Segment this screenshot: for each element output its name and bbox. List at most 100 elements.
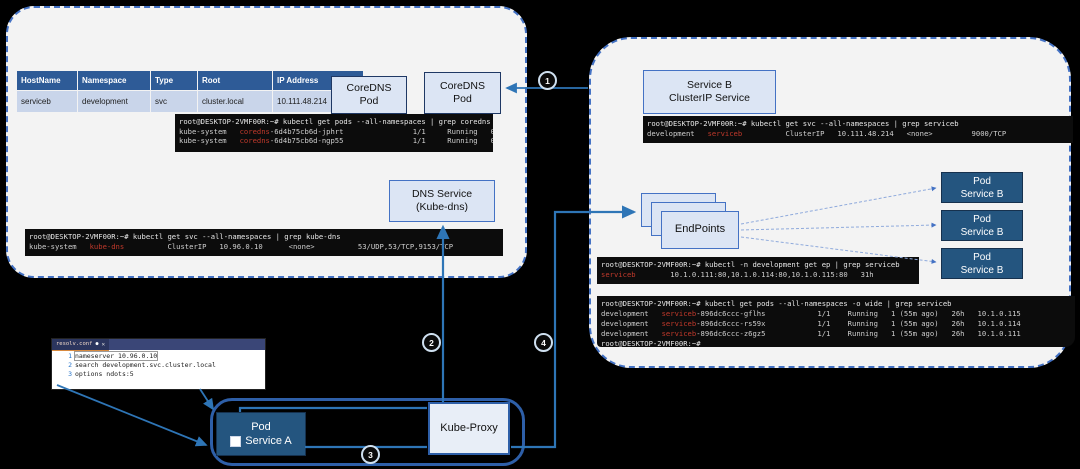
close-icon[interactable]: ✕ (101, 340, 106, 348)
editor-tab-title: resolv.conf (56, 341, 93, 347)
node-label: Pod (973, 175, 991, 187)
terminal-grep-match: serviceb (661, 329, 697, 338)
terminal-line: root@DESKTOP-2VMF00R:~# kubectl get svc … (647, 119, 1069, 129)
node-label: Pod (973, 251, 991, 263)
node-label: CoreDNS (440, 79, 485, 92)
terminal-text: ClusterIP 10.96.0.10 <none> 53/UDP,53/TC… (124, 241, 454, 251)
step-badge-4: 4 (534, 333, 553, 352)
editor-code-line[interactable]: search development.svc.cluster.local (75, 361, 216, 370)
terminal-line: root@DESKTOP-2VMF00R:~# kubectl -n devel… (601, 260, 915, 270)
terminal-grep-match: serviceb (601, 269, 636, 279)
terminal-text: kube-system (29, 241, 90, 251)
terminal-text: root@DESKTOP-2VMF00R:~# kubectl -n devel… (601, 260, 900, 269)
terminal-line: kube-system coredns-6d4b75cb6d-jphrt 1/1… (179, 126, 493, 137)
editor-line-number: 1 (68, 352, 72, 360)
node-label: DNS Service (411, 187, 473, 200)
editor-code-line[interactable]: nameserver 10.96.0.10 (73, 351, 216, 361)
editor-line-number: 2 (68, 361, 72, 369)
node-label: Service B (960, 264, 1004, 276)
terminal-line: development serviceb-896dc6ccc-rs59x 1/1… (601, 319, 1071, 329)
table-cell: serviceb (16, 90, 78, 113)
node-label: ClusterIP Service (669, 92, 750, 104)
terminal-line: kube-system kube-dns ClusterIP 10.96.0.1… (29, 242, 499, 252)
node-label: (Kube-dns) (416, 201, 468, 213)
coredns-pod-node-2: CoreDNS Pod (424, 72, 501, 114)
callout-editor-to-pod-a-short (199, 388, 214, 411)
table-header-cell: HostName (16, 70, 78, 91)
editor-line-number: 3 (68, 370, 72, 378)
terminal-line: root@DESKTOP-2VMF00R:~# kubectl get pods… (601, 299, 1071, 309)
callout-editor-to-pod-a-long (56, 384, 208, 447)
terminal-grep-match: coredns (239, 136, 270, 145)
terminal-grep-match: coredns (239, 126, 270, 136)
terminal-coredns-pods: root@DESKTOP-2VMF00R:~# kubectl get pods… (175, 114, 493, 152)
pod-service-a-node: Pod Service A (216, 412, 306, 456)
table-header-cell: Type (150, 70, 198, 91)
step-badge-2: 2 (422, 333, 441, 352)
terminal-serviceb-endpoints: root@DESKTOP-2VMF00R:~# kubectl -n devel… (597, 257, 919, 284)
terminal-serviceb-pods-wide: root@DESKTOP-2VMF00R:~# kubectl get pods… (597, 296, 1075, 347)
table-header-cell: Root (197, 70, 273, 91)
terminal-grep-match: kube-dns (89, 241, 125, 251)
terminal-text: development (601, 329, 662, 338)
kube-proxy-node: Kube-Proxy (428, 402, 510, 455)
node-label: Service B (960, 226, 1004, 238)
terminal-text: -6d4b75cb6d-jphrt 1/1 Running 0 (269, 126, 493, 136)
terminal-line: root@DESKTOP-2VMF00R:~# kubectl get pods… (179, 117, 491, 127)
terminal-line: development serviceb ClusterIP 10.111.48… (647, 129, 1069, 139)
editor-tab-bar: resolv.conf ● ✕ (52, 338, 265, 351)
editor-code-text: options ndots:5 (75, 370, 134, 378)
table-cell: cluster.local (197, 90, 273, 113)
editor-code-text: nameserver 10.96.0.10 (73, 351, 159, 361)
terminal-text: -896dc6ccc-z6gz5 1/1 Running 1 (55m ago)… (696, 329, 1021, 338)
terminal-text: kube-system (179, 136, 240, 145)
table-header-cell: Namespace (77, 70, 151, 91)
table-cell: development (77, 90, 151, 113)
editor-tab-resolv-conf[interactable]: resolv.conf ● ✕ (52, 338, 110, 351)
terminal-text: 10.1.0.111:80,10.1.0.114:80,10.1.0.115:8… (635, 269, 874, 279)
node-label: Service B (960, 188, 1004, 200)
terminal-text: root@DESKTOP-2VMF00R:~# (601, 339, 701, 347)
terminal-text: root@DESKTOP-2VMF00R:~# kubectl get pods… (179, 117, 491, 126)
node-label: Pod (251, 420, 271, 433)
node-label: CoreDNS (346, 81, 392, 94)
step-badge-1: 1 (538, 71, 557, 90)
editor-code-text: search development.svc.cluster.local (75, 361, 216, 369)
terminal-text: -896dc6ccc-gflhs 1/1 Running 1 (55m ago)… (696, 309, 1021, 318)
node-label: Service B (687, 78, 732, 91)
pod-service-b-node-2: Pod Service B (941, 210, 1023, 241)
terminal-text: root@DESKTOP-2VMF00R:~# kubectl get svc … (29, 232, 341, 241)
node-label: Pod (453, 93, 472, 105)
terminal-grep-match: serviceb (661, 319, 697, 328)
node-label-row: Service A (230, 434, 292, 448)
pod-service-b-node-1: Pod Service B (941, 172, 1023, 203)
terminal-grep-match: serviceb (661, 309, 697, 318)
terminal-line: kube-system coredns-6d4b75cb6d-ngp55 1/1… (179, 136, 493, 146)
table-cell: svc (150, 90, 198, 113)
terminal-text: -6d4b75cb6d-ngp55 1/1 Running 0 (269, 136, 493, 145)
terminal-kube-dns-svc: root@DESKTOP-2VMF00R:~# kubectl get svc … (25, 229, 503, 256)
service-b-clusterip-node: Service B ClusterIP Service (643, 70, 776, 114)
node-label: Pod (359, 95, 379, 107)
pod-service-b-node-3: Pod Service B (941, 248, 1023, 279)
terminal-line: development serviceb-896dc6ccc-z6gz5 1/1… (601, 329, 1071, 339)
node-label: EndPoints (674, 223, 726, 236)
terminal-text: development (601, 319, 662, 328)
terminal-line: development serviceb-896dc6ccc-gflhs 1/1… (601, 309, 1071, 319)
terminal-text: ClusterIP 10.111.48.214 <none> 9000/TCP (742, 128, 1007, 138)
dns-service-node: DNS Service (Kube-dns) (389, 180, 495, 222)
step-badge-3: 3 (361, 445, 380, 464)
node-label: Kube-Proxy (440, 421, 498, 434)
terminal-serviceb-svc: root@DESKTOP-2VMF00R:~# kubectl get svc … (643, 116, 1073, 143)
coredns-pod-node-1: CoreDNS Pod (331, 76, 407, 114)
terminal-grep-match: serviceb (707, 128, 743, 138)
terminal-text: development (601, 309, 662, 318)
editor-code-line[interactable]: options ndots:5 (75, 370, 216, 379)
node-label: Pod (973, 213, 991, 225)
